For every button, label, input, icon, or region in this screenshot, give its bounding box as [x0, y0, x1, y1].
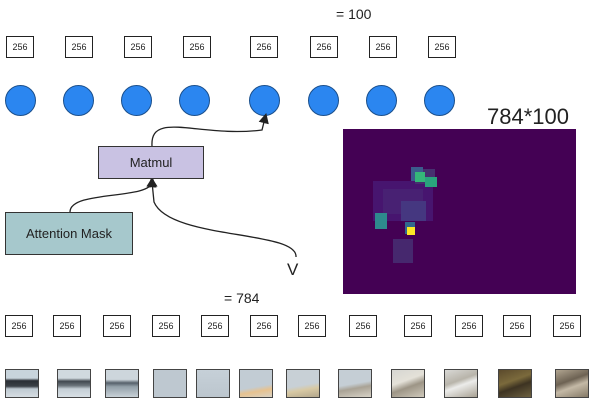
bottom-token-box: 256 [103, 315, 131, 337]
bottom-token-box: 256 [53, 315, 81, 337]
top-token-box: 256 [65, 36, 93, 58]
image-patch-thumbnail [498, 369, 532, 398]
image-patch-thumbnail [239, 369, 273, 398]
image-patch-thumbnail [5, 369, 39, 398]
top-token-box: 256 [124, 36, 152, 58]
output-node [366, 85, 397, 116]
top-token-box: 256 [6, 36, 34, 58]
attention-heatmap [343, 129, 576, 294]
heatmap-cell [375, 213, 387, 229]
top-token-box: 256 [428, 36, 456, 58]
arrow-mask-to-matmul [69, 176, 157, 213]
value-label: V [287, 260, 299, 279]
image-patch-thumbnail [338, 369, 372, 398]
arrow-v-to-matmul [147, 176, 297, 258]
top-token-box: 256 [369, 36, 397, 58]
bottom-token-box: 256 [503, 315, 531, 337]
bottom-token-box: 256 [250, 315, 278, 337]
bottom-token-box: 256 [404, 315, 432, 337]
bottom-token-box: 256 [5, 315, 33, 337]
output-node [63, 85, 94, 116]
bottom-token-box: 256 [349, 315, 377, 337]
image-patch-thumbnail [444, 369, 478, 398]
image-patch-thumbnail [57, 369, 91, 398]
attention-mask-box: Attention Mask [5, 212, 133, 255]
arrow-matmul-to-node [151, 112, 269, 147]
top-token-box: 256 [183, 36, 211, 58]
output-node [179, 85, 210, 116]
image-patch-thumbnail [153, 369, 187, 398]
top-token-box: 256 [250, 36, 278, 58]
matmul-box: Matmul [98, 146, 204, 179]
heatmap-cell [425, 177, 437, 187]
output-node [308, 85, 339, 116]
bottom-token-box: 256 [455, 315, 483, 337]
top-count-label: = 100 [336, 6, 372, 22]
heatmap-label: 784*100 [487, 104, 569, 129]
top-token-box: 256 [310, 36, 338, 58]
bottom-token-box: 256 [201, 315, 229, 337]
output-node [121, 85, 152, 116]
image-patch-thumbnail [196, 369, 230, 398]
image-patch-thumbnail [555, 369, 589, 398]
image-patch-thumbnail [391, 369, 425, 398]
image-patch-thumbnail [105, 369, 139, 398]
output-node [424, 85, 455, 116]
heatmap-cell [401, 201, 426, 221]
bottom-token-box: 256 [553, 315, 581, 337]
bottom-count-label: = 784 [224, 290, 260, 306]
output-node [249, 85, 280, 116]
bottom-token-box: 256 [152, 315, 180, 337]
output-node [5, 85, 36, 116]
heatmap-cell [393, 239, 413, 263]
image-patch-thumbnail [286, 369, 320, 398]
heatmap-cell [407, 227, 415, 235]
heatmap-cell [415, 172, 425, 182]
bottom-token-box: 256 [298, 315, 326, 337]
